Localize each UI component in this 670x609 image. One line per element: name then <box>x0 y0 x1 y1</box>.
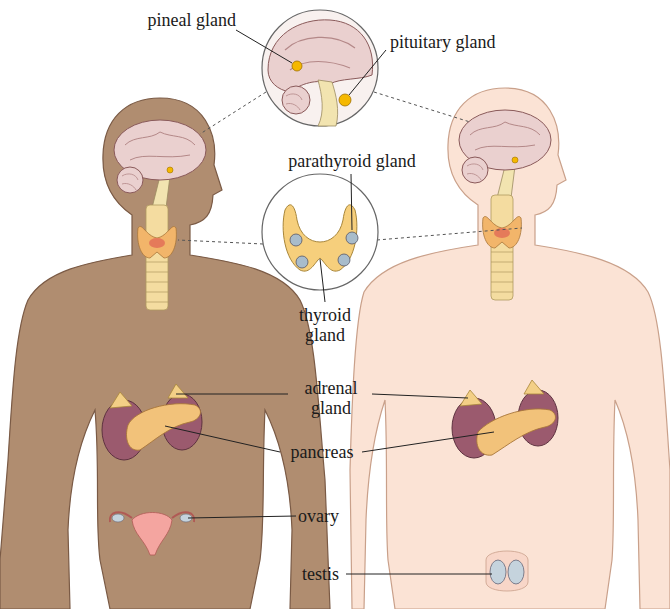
illustration-part <box>372 394 468 398</box>
male-abdomen-organs <box>452 380 558 591</box>
illustration-part <box>236 30 292 63</box>
organ-label: adrenal gland <box>290 378 372 418</box>
organ-label: parathyroid gland <box>262 151 442 171</box>
illustration-part <box>486 551 528 591</box>
illustration-part <box>110 512 194 522</box>
illustration-part <box>138 227 177 258</box>
organ-label: ovary <box>298 506 358 526</box>
illustration-part <box>494 228 510 238</box>
illustration-part <box>112 514 124 522</box>
illustration-part <box>149 238 165 248</box>
illustration-part <box>483 217 522 248</box>
organ-label: thyroid gland <box>285 305 365 345</box>
illustration-part <box>377 228 522 240</box>
brain-inset <box>262 10 378 126</box>
illustration-part <box>320 259 325 302</box>
illustration-part <box>168 384 188 398</box>
illustration-part <box>362 432 494 452</box>
illustration-part <box>292 61 302 71</box>
male-brain <box>459 110 551 198</box>
illustration-part <box>262 10 378 126</box>
illustration-part <box>262 174 378 290</box>
illustration-part <box>110 392 132 408</box>
illustration-part <box>467 164 483 180</box>
illustration-part <box>290 234 302 246</box>
illustration-part <box>132 513 172 556</box>
illustration-part <box>512 157 518 163</box>
organ-label: pituitary gland <box>390 32 530 52</box>
illustration-part <box>374 92 470 122</box>
illustration-part <box>491 252 513 292</box>
illustration-part <box>462 157 488 183</box>
illustration-part <box>127 404 201 450</box>
illustration-part <box>497 166 515 198</box>
illustration-part <box>188 516 296 518</box>
illustration-part <box>178 240 263 244</box>
illustration-part <box>200 92 266 134</box>
organ-label: testis <box>302 564 346 584</box>
organ-label: pancreas <box>282 442 362 462</box>
illustration-part <box>122 174 138 190</box>
illustration-part <box>282 86 310 114</box>
female-brain <box>114 120 206 208</box>
illustration-part <box>117 167 143 193</box>
female-abdomen-organs <box>102 384 202 555</box>
illustration-part <box>346 574 492 575</box>
illustration-part <box>477 409 556 455</box>
thyroid-inset <box>262 174 378 290</box>
leader-lines <box>165 30 494 574</box>
illustration-part <box>524 380 544 394</box>
illustration-part <box>165 426 280 452</box>
illustration-part <box>339 94 351 106</box>
illustration-part <box>286 94 302 110</box>
illustration-part <box>296 256 308 268</box>
illustration-part <box>167 167 173 173</box>
illustration-part <box>152 176 170 208</box>
illustration-part <box>285 37 355 70</box>
male-neck-organs <box>483 195 522 300</box>
illustration-part <box>349 50 386 95</box>
illustration-part <box>346 232 358 244</box>
illustration-part <box>176 394 288 395</box>
illustration-part <box>508 560 524 584</box>
illustration-part <box>470 122 540 150</box>
illustration-part <box>318 80 338 126</box>
illustration-part <box>125 132 195 160</box>
illustration-part <box>351 174 352 230</box>
organ-label: pineal gland <box>126 10 236 30</box>
illustration-part <box>338 254 350 266</box>
illustration-part <box>146 262 168 302</box>
illustration-part <box>490 560 506 584</box>
female-neck-organs <box>138 205 177 310</box>
female-body <box>0 98 330 609</box>
